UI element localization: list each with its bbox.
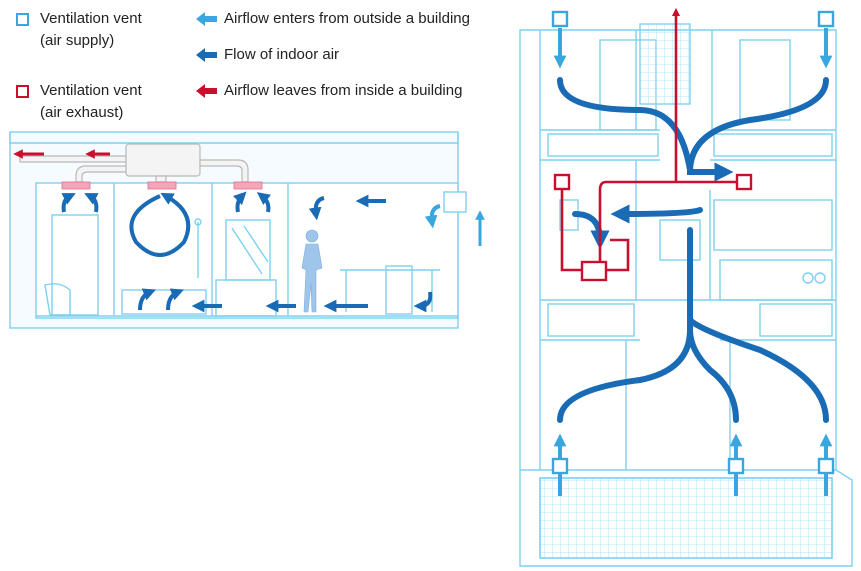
supply-vent-label: Ventilation vent	[40, 10, 142, 27]
exhaust-vent-label: Ventilation vent	[40, 82, 142, 99]
exhaust-grilles	[61, 181, 263, 190]
airflow-in-arrow-icon	[196, 12, 217, 26]
supply-vent-icon	[16, 13, 29, 26]
person-figure	[301, 229, 323, 313]
indoor-flow-arrow-icon	[196, 48, 217, 62]
duct-system	[19, 143, 249, 183]
indoor-flow-label: Flow of indoor air	[224, 46, 340, 63]
section-indoor-arrows	[61, 191, 433, 313]
plan-supply-vents	[551, 10, 835, 475]
airflow-out-label: Airflow leaves from inside a building	[224, 82, 463, 99]
airflow-out-arrow-icon	[196, 84, 217, 98]
supply-vent-sublabel: (air supply)	[40, 32, 115, 49]
floor-plan	[519, 23, 853, 567]
exhaust-vent-icon	[16, 85, 29, 98]
exhaust-vent-sublabel: (air exhaust)	[40, 104, 124, 121]
airflow-in-label: Airflow enters from outside a building	[224, 10, 470, 27]
window-supply-arrow	[424, 204, 441, 229]
plan-exhaust-vents	[553, 173, 753, 282]
plan-exhaust-ducts	[560, 7, 744, 272]
